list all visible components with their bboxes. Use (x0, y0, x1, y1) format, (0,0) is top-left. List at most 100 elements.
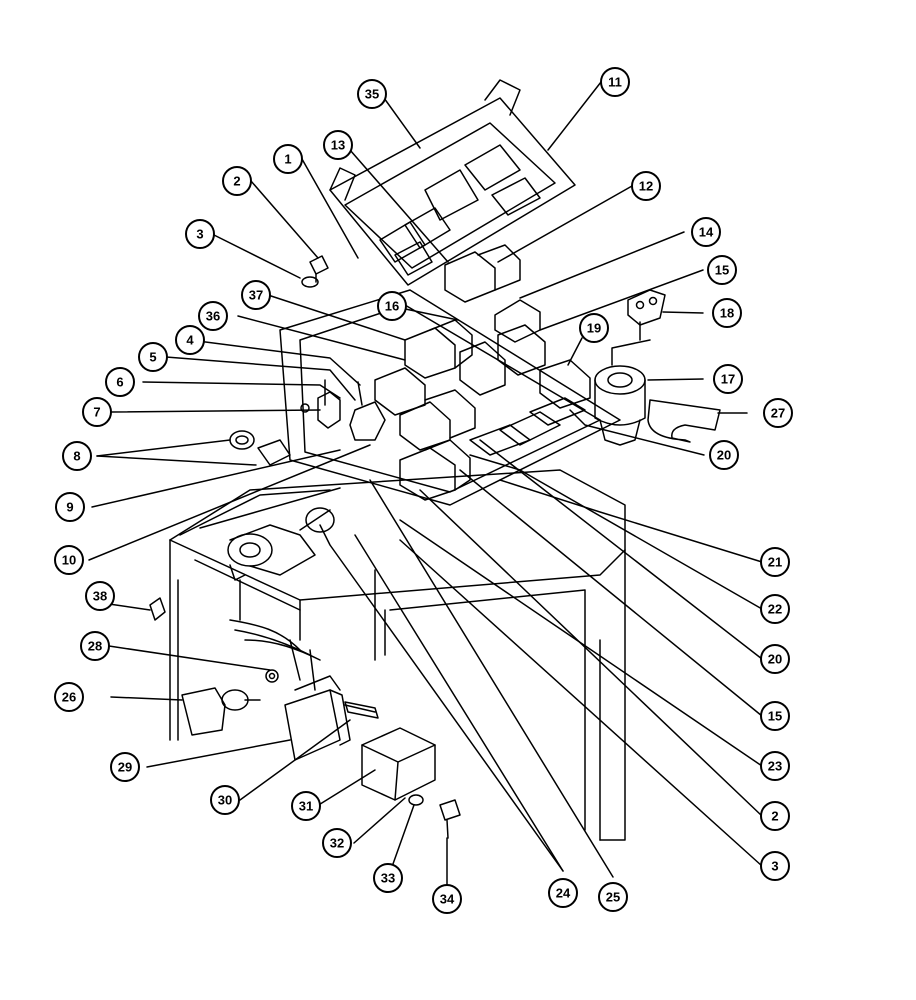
callout-circle (760, 851, 790, 881)
callout-label: 2 (233, 174, 240, 189)
callout-label: 33 (381, 871, 395, 886)
callout-c14: 14 (691, 217, 721, 247)
callout-c3b: 3 (760, 851, 790, 881)
callout-c29: 29 (110, 752, 140, 782)
bolt-30 (344, 701, 379, 719)
callout-label: 14 (699, 225, 714, 240)
callout-c20b: 20 (760, 644, 790, 674)
callout-label: 16 (385, 299, 399, 314)
callout-label: 8 (73, 449, 80, 464)
callout-label: 31 (299, 799, 313, 814)
callout-circle (210, 785, 240, 815)
callout-label: 1 (284, 152, 291, 167)
callout-label: 18 (720, 306, 734, 321)
callout-circle (631, 171, 661, 201)
callout-c13: 13 (323, 130, 353, 160)
callout-circle (85, 581, 115, 611)
callout-circle (80, 631, 110, 661)
callout-c24: 24 (548, 878, 578, 908)
callout-label: 5 (149, 350, 156, 365)
callout-label: 15 (768, 709, 782, 724)
callout-c20a: 20 (709, 440, 739, 470)
callout-circle (175, 325, 205, 355)
callout-c3a: 3 (185, 219, 215, 249)
callout-label: 24 (556, 886, 571, 901)
callout-label: 2 (771, 809, 778, 824)
sensor (181, 687, 261, 736)
relay-harness (229, 619, 351, 761)
callout-c30: 30 (210, 785, 240, 815)
ignition-key (627, 289, 666, 341)
callout-label: 13 (331, 138, 345, 153)
callout-label: 21 (768, 555, 782, 570)
callout-c21: 21 (760, 547, 790, 577)
callout-circle (241, 280, 271, 310)
callout-c27: 27 (763, 398, 793, 428)
callout-c2b: 2 (760, 801, 790, 831)
callout-label: 36 (206, 309, 220, 324)
callout-circle (54, 545, 84, 575)
callout-c22: 22 (760, 594, 790, 624)
rotary-switch (227, 507, 335, 581)
callout-c5: 5 (138, 342, 168, 372)
gasket (647, 399, 721, 443)
callout-label: 12 (639, 179, 653, 194)
washer-and-bolt (408, 794, 461, 839)
callout-c32: 32 (322, 828, 352, 858)
callout-c36: 36 (198, 301, 228, 331)
callout-c16: 16 (377, 291, 407, 321)
callout-circle (273, 144, 303, 174)
callout-circle (763, 398, 793, 428)
callout-circle (291, 791, 321, 821)
callout-label: 19 (587, 321, 601, 336)
callout-c17: 17 (713, 364, 743, 394)
callout-circle (222, 166, 252, 196)
callout-label: 38 (93, 589, 107, 604)
callout-label: 23 (768, 759, 782, 774)
callout-c35: 35 (357, 79, 387, 109)
callout-c18: 18 (712, 298, 742, 328)
callout-c31: 31 (291, 791, 321, 821)
callout-c25: 25 (598, 882, 628, 912)
callout-label: 9 (66, 500, 73, 515)
callout-label: 7 (93, 405, 100, 420)
callout-circle (600, 67, 630, 97)
callout-circle (709, 440, 739, 470)
callout-c8: 8 (62, 441, 92, 471)
console-housing (169, 469, 626, 841)
callout-c4: 4 (175, 325, 205, 355)
callout-label: 3 (771, 859, 778, 874)
callout-circle (691, 217, 721, 247)
leader-lines (88, 81, 763, 889)
callout-c23: 23 (760, 751, 790, 781)
callout-c10: 10 (54, 545, 84, 575)
callout-c6: 6 (105, 367, 135, 397)
callout-circle (185, 219, 215, 249)
nut (265, 669, 279, 683)
callout-circle (373, 863, 403, 893)
callout-c11: 11 (600, 67, 630, 97)
callout-label: 20 (768, 652, 782, 667)
callout-circle (760, 801, 790, 831)
callout-label: 6 (116, 375, 123, 390)
callout-label: 15 (715, 263, 729, 278)
callout-circle (760, 644, 790, 674)
callout-label: 32 (330, 836, 344, 851)
callout-circle (322, 828, 352, 858)
callout-label: 28 (88, 639, 102, 654)
callout-circle (707, 255, 737, 285)
callout-c7: 7 (82, 397, 112, 427)
callout-circle (357, 79, 387, 109)
callout-c38: 38 (85, 581, 115, 611)
callout-label: 26 (62, 690, 76, 705)
callout-circle (760, 701, 790, 731)
regulator (361, 727, 436, 801)
connector-plug (149, 597, 166, 621)
callout-circle (760, 547, 790, 577)
callout-label: 29 (118, 760, 132, 775)
callout-c34: 34 (432, 884, 462, 914)
callout-label: 30 (218, 793, 232, 808)
callout-circle (55, 492, 85, 522)
callout-circle (377, 291, 407, 321)
callout-c15a: 15 (707, 255, 737, 285)
